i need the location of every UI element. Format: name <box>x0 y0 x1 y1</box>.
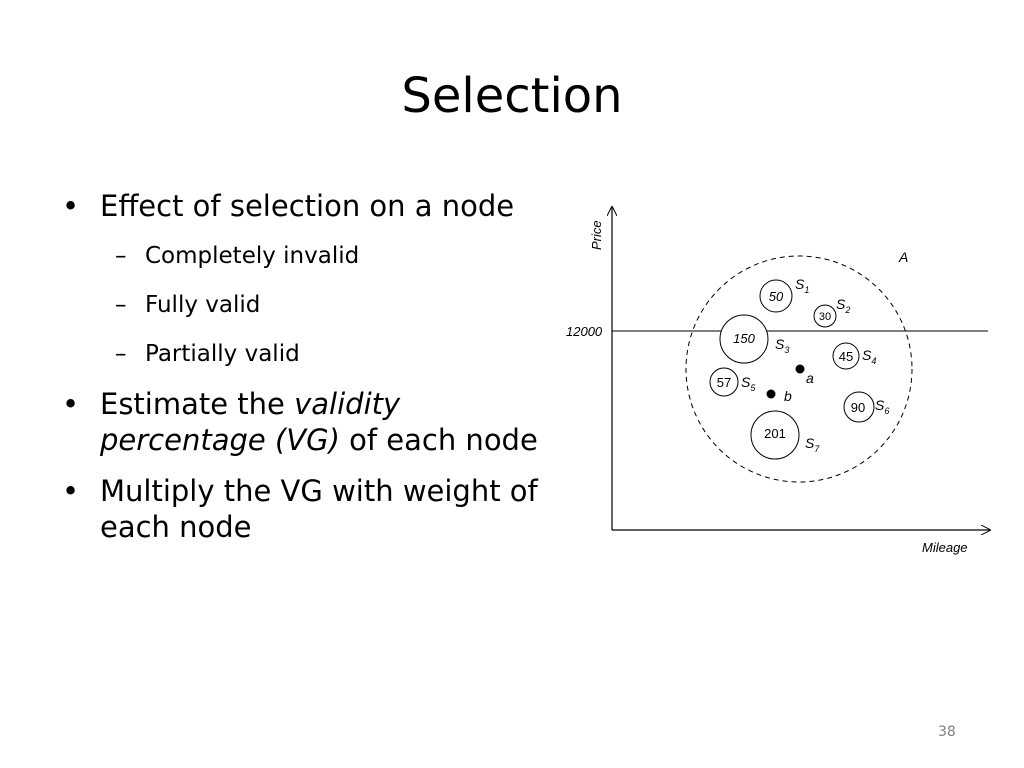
bullet-dot-icon: • <box>62 387 80 421</box>
y-axis-label: Price <box>589 220 604 250</box>
node-count-s4: 45 <box>839 349 853 364</box>
node-circle-s1 <box>759 279 793 313</box>
bullet-text-post: of each node <box>339 423 538 457</box>
region-label: A <box>898 249 908 265</box>
node-label-s4: S4 <box>862 347 876 366</box>
node-count-s6: 90 <box>851 400 865 415</box>
bullet-text: Multiply the VG with weight of <box>100 474 538 508</box>
bullet-text-italic: percentage (VG) <box>100 423 340 457</box>
point-a-label: a <box>806 370 814 386</box>
bullet-item: • Effect of selection on a node <box>62 188 607 224</box>
sub-bullet-text: Completely invalid <box>145 243 360 269</box>
node-count-s5: 57 <box>717 375 731 390</box>
node-count-s1: 50 <box>769 289 784 304</box>
dash-icon: – <box>115 243 127 269</box>
node-count-s3: 150 <box>733 331 755 346</box>
bullet-list: •Effect of selection on a node –Complete… <box>62 188 607 560</box>
node-label-s5: S5 <box>741 374 756 393</box>
node-circle-s4 <box>832 342 860 370</box>
point-a-marker <box>795 364 805 374</box>
node-circle-s5 <box>709 367 739 397</box>
sub-bullet-text: Partially valid <box>145 341 300 367</box>
node-circle-s6 <box>843 391 875 423</box>
node-label-s2: S2 <box>836 296 850 315</box>
node-circle-s2 <box>813 304 837 328</box>
bullet-dot-icon: • <box>62 189 80 223</box>
page-number: 38 <box>938 724 956 740</box>
node-circle-s7 <box>750 410 800 460</box>
dash-icon: – <box>115 292 127 318</box>
bullet-text-pre: Estimate the <box>100 387 295 421</box>
sub-bullet-item: –Fully valid <box>62 288 607 322</box>
node-label-s7: S7 <box>805 435 820 454</box>
node-label-s3: S3 <box>775 336 789 355</box>
slide-title: Selection <box>401 68 623 124</box>
node-circle-s3 <box>719 314 769 364</box>
x-axis-label: Mileage <box>922 540 968 555</box>
bullet-text: each node <box>100 510 252 544</box>
node-count-s2: 30 <box>819 311 831 323</box>
point-b-label: b <box>784 388 792 404</box>
point-b-marker <box>766 389 776 399</box>
bullet-dot-icon: • <box>62 474 80 508</box>
node-label-s1: S1 <box>795 276 809 295</box>
sub-bullet-item: –Completely invalid <box>62 239 607 273</box>
node-label-s6: S6 <box>875 397 889 416</box>
bullet-text: Effect of selection on a node <box>100 189 515 223</box>
sub-bullet-item: –Partially valid <box>62 337 607 371</box>
query-region-circle <box>685 255 913 483</box>
sub-bullet-text: Fully valid <box>145 292 261 318</box>
bullet-text-italic: validity <box>294 387 401 421</box>
node-count-s7: 201 <box>764 426 786 441</box>
threshold-label: 12000 <box>566 324 603 339</box>
selection-diagram: Price Mileage 12000 A 50 S1 30 S2 150 S3… <box>566 200 1000 555</box>
dash-icon: – <box>115 341 127 367</box>
